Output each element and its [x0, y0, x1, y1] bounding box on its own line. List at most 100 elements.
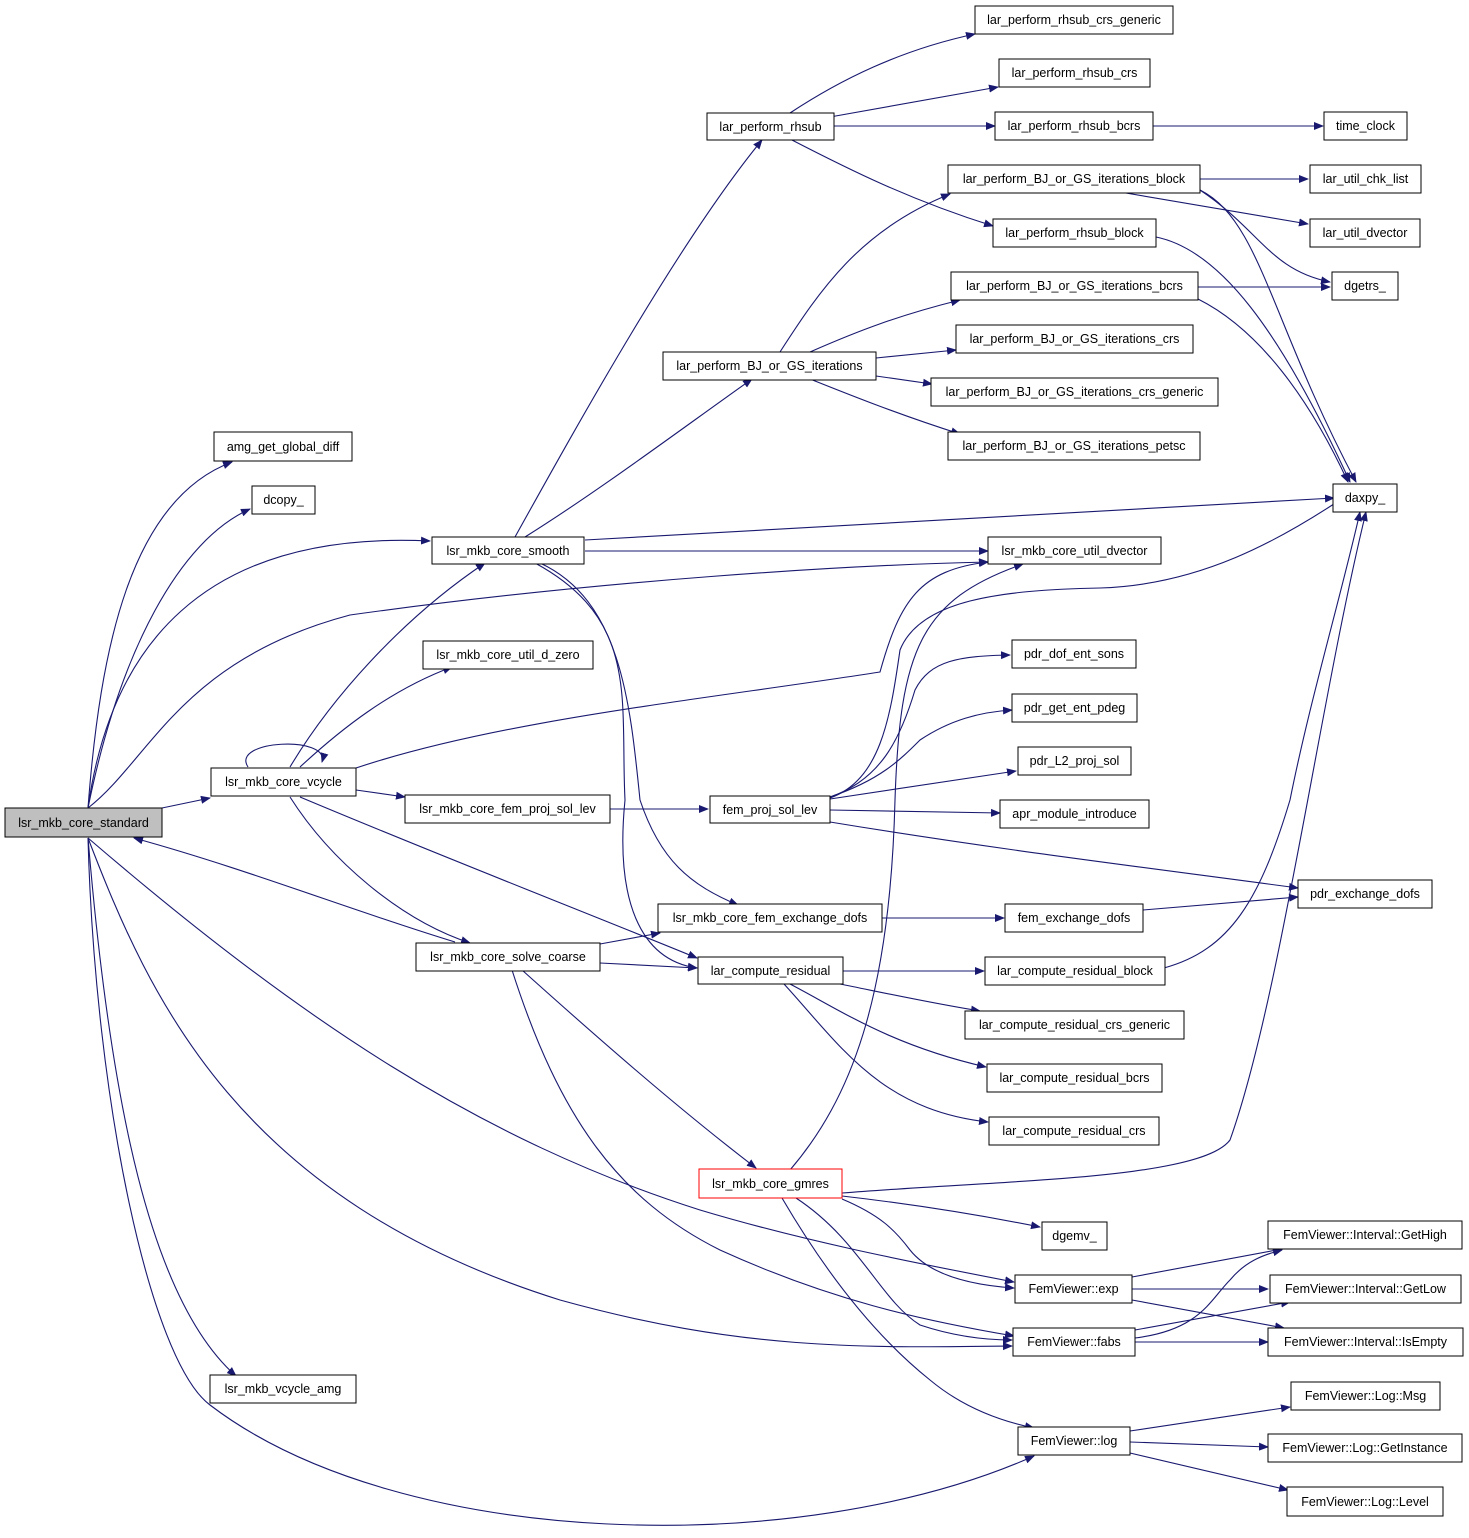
node-dcopy[interactable]: dcopy_ [251, 485, 316, 515]
call-graph-nodes: lsr_mkb_core_standard amg_get_global_dif… [4, 5, 1464, 1517]
node-femviewer-interval-isempty[interactable]: FemViewer::Interval::IsEmpty [1267, 1327, 1464, 1357]
node-label: FemViewer::fabs [1027, 1335, 1121, 1349]
node-label: dcopy_ [263, 493, 304, 507]
edge-resid-crs [783, 983, 989, 1125]
node-dgetrs[interactable]: dgetrs_ [1331, 271, 1399, 301]
node-lar-compute-residual-bcrs[interactable]: lar_compute_residual_bcrs [986, 1063, 1163, 1093]
node-label: lar_perform_rhsub [719, 120, 821, 134]
node-label: lar_perform_rhsub_block [1005, 226, 1144, 240]
edge-standard-fvexp [87, 837, 1015, 1285]
node-label: daxpy_ [1345, 491, 1386, 505]
node-femviewer-log[interactable]: FemViewer::log [1017, 1426, 1131, 1456]
node-lar-perform-rhsub[interactable]: lar_perform_rhsub [706, 112, 835, 141]
edge-fvlog-msg [1129, 1404, 1291, 1432]
node-label: lar_compute_residual_crs_generic [979, 1018, 1170, 1032]
edge-gmres-dgemv [841, 1195, 1041, 1230]
node-lsr-mkb-core-util-dvector[interactable]: lsr_mkb_core_util_dvector [987, 536, 1162, 565]
node-femviewer-log-getinstance[interactable]: FemViewer::Log::GetInstance [1267, 1433, 1463, 1463]
edge-standard-fvfabs [87, 837, 1013, 1351]
edge-fvlog-getinst [1129, 1441, 1269, 1451]
node-label: lsr_mkb_core_vcycle [225, 775, 342, 789]
node-label: lsr_mkb_core_util_d_zero [436, 648, 579, 662]
edge-vcycle-smooth [289, 562, 486, 768]
node-time-clock[interactable]: time_clock [1323, 111, 1408, 141]
edge-rhsubblock-daxpy [1155, 236, 1351, 483]
edge-coarse-resid [599, 962, 698, 972]
node-apr-module-introduce[interactable]: apr_module_introduce [999, 799, 1150, 829]
node-femviewer-interval-gethigh[interactable]: FemViewer::Interval::GetHigh [1267, 1220, 1463, 1250]
node-pdr-l2-proj-sol[interactable]: pdr_L2_proj_sol [1017, 746, 1132, 776]
edge-smooth-bjgs [524, 378, 753, 538]
edge-bjgs-petsc [809, 378, 961, 436]
node-pdr-exchange-dofs[interactable]: pdr_exchange_dofs [1297, 879, 1433, 909]
node-label: FemViewer::Interval::GetLow [1285, 1282, 1447, 1296]
node-lar-compute-residual-block[interactable]: lar_compute_residual_block [984, 956, 1166, 986]
node-label: lsr_mkb_vcycle_amg [225, 1382, 342, 1396]
edge-standard-dcopy [87, 508, 251, 809]
node-lsr-mkb-core-vcycle[interactable]: lsr_mkb_core_vcycle [210, 767, 357, 797]
node-label: dgetrs_ [1344, 279, 1387, 293]
node-label: apr_module_introduce [1012, 807, 1136, 821]
node-lar-compute-residual-crs[interactable]: lar_compute_residual_crs [988, 1116, 1160, 1146]
node-lar-perform-rhsub-crs-generic[interactable]: lar_perform_rhsub_crs_generic [974, 5, 1174, 35]
edge-gmres-daxpy [841, 511, 1368, 1194]
node-label: lar_perform_BJ_or_GS_iterations [676, 359, 862, 373]
edge-femproj-dofsons [829, 651, 1011, 798]
node-lsr-mkb-core-standard[interactable]: lsr_mkb_core_standard [4, 807, 163, 838]
node-lar-perform-bj-or-gs-iterations-crs[interactable]: lar_perform_BJ_or_GS_iterations_crs [955, 324, 1194, 354]
node-label: lsr_mkb_core_fem_exchange_dofs [673, 911, 868, 925]
edge-femproj-apr [829, 808, 1001, 817]
node-lar-perform-bj-or-gs-iterations-block[interactable]: lar_perform_BJ_or_GS_iterations_block [947, 164, 1201, 194]
node-dgemv[interactable]: dgemv_ [1041, 1221, 1108, 1251]
node-lsr-mkb-core-fem-exchange-dofs[interactable]: lsr_mkb_core_fem_exchange_dofs [657, 903, 883, 933]
node-lar-perform-bj-or-gs-iterations-petsc[interactable]: lar_perform_BJ_or_GS_iterations_petsc [947, 431, 1201, 461]
edge-fvexp-isempty [1131, 1299, 1285, 1331]
node-label: FemViewer::Interval::IsEmpty [1284, 1335, 1448, 1349]
edge-bjgs-gen [875, 375, 933, 387]
node-lar-perform-rhsub-bcrs[interactable]: lar_perform_rhsub_bcrs [994, 111, 1154, 141]
node-fem-proj-sol-lev[interactable]: fem_proj_sol_lev [709, 795, 831, 824]
node-femviewer-log-level[interactable]: FemViewer::Log::Level [1286, 1486, 1444, 1517]
node-lar-util-chk-list[interactable]: lar_util_chk_list [1309, 164, 1422, 194]
edge-femproj-pdeg [829, 706, 1013, 798]
node-lar-compute-residual-crs-generic[interactable]: lar_compute_residual_crs_generic [964, 1010, 1185, 1040]
node-lsr-mkb-core-smooth[interactable]: lsr_mkb_core_smooth [431, 536, 585, 565]
node-lar-perform-rhsub-block[interactable]: lar_perform_rhsub_block [992, 218, 1157, 248]
node-pdr-dof-ent-sons[interactable]: pdr_dof_ent_sons [1011, 639, 1137, 669]
node-lar-util-dvector[interactable]: lar_util_dvector [1309, 218, 1421, 248]
node-pdr-get-ent-pdeg[interactable]: pdr_get_ent_pdeg [1011, 693, 1138, 723]
node-amg-get-global-diff[interactable]: amg_get_global_diff [213, 431, 353, 462]
node-lar-perform-bj-or-gs-iterations[interactable]: lar_perform_BJ_or_GS_iterations [662, 351, 877, 381]
edge-bjgs-crs [875, 346, 957, 359]
node-lsr-mkb-core-util-d-zero[interactable]: lsr_mkb_core_util_d_zero [422, 640, 594, 670]
node-lsr-mkb-vcycle-amg[interactable]: lsr_mkb_vcycle_amg [209, 1374, 357, 1404]
node-lar-perform-bj-or-gs-iterations-bcrs[interactable]: lar_perform_BJ_or_GS_iterations_bcrs [950, 271, 1199, 301]
node-label: lar_perform_BJ_or_GS_iterations_block [963, 172, 1186, 186]
node-lsr-mkb-core-gmres[interactable]: lsr_mkb_core_gmres [698, 1168, 843, 1199]
edge-femex-pdrex [1142, 893, 1299, 911]
node-label: pdr_dof_ent_sons [1024, 647, 1124, 661]
node-lar-perform-bj-or-gs-iterations-crs-generic[interactable]: lar_perform_BJ_or_GS_iterations_crs_gene… [930, 377, 1219, 407]
node-lar-compute-residual[interactable]: lar_compute_residual [697, 956, 844, 985]
node-label: lsr_mkb_core_solve_coarse [430, 950, 586, 964]
edge-fvexp-gethigh [1131, 1246, 1283, 1278]
edge-resid-gen [839, 983, 981, 1014]
node-lsr-mkb-core-fem-proj-sol-lev[interactable]: lsr_mkb_core_fem_proj_sol_lev [404, 794, 611, 824]
edge-vcycle-resid [299, 796, 698, 959]
node-lar-perform-rhsub-crs[interactable]: lar_perform_rhsub_crs [998, 58, 1151, 88]
edge-smooth-rhsub [514, 139, 763, 538]
edge-standard-fvlog [87, 837, 1035, 1526]
node-femviewer-fabs[interactable]: FemViewer::fabs [1012, 1327, 1136, 1357]
node-daxpy[interactable]: daxpy_ [1332, 483, 1398, 513]
node-fem-exchange-dofs[interactable]: fem_exchange_dofs [1004, 903, 1144, 933]
edge-standard-smooth [87, 536, 431, 809]
node-femviewer-exp[interactable]: FemViewer::exp [1014, 1274, 1133, 1304]
node-femviewer-interval-getlow[interactable]: FemViewer::Interval::GetLow [1269, 1274, 1462, 1304]
edge-resid-bcrs [789, 983, 987, 1069]
edge-coarse-fexdofs [599, 930, 661, 945]
node-lsr-mkb-core-solve-coarse[interactable]: lsr_mkb_core_solve_coarse [415, 942, 601, 972]
edge-femproj-l2 [829, 768, 1017, 800]
node-femviewer-log-msg[interactable]: FemViewer::Log::Msg [1290, 1381, 1441, 1411]
edge-bjbcrs-daxpy [1197, 298, 1349, 483]
edge-bjgs-bcrs [809, 298, 961, 353]
